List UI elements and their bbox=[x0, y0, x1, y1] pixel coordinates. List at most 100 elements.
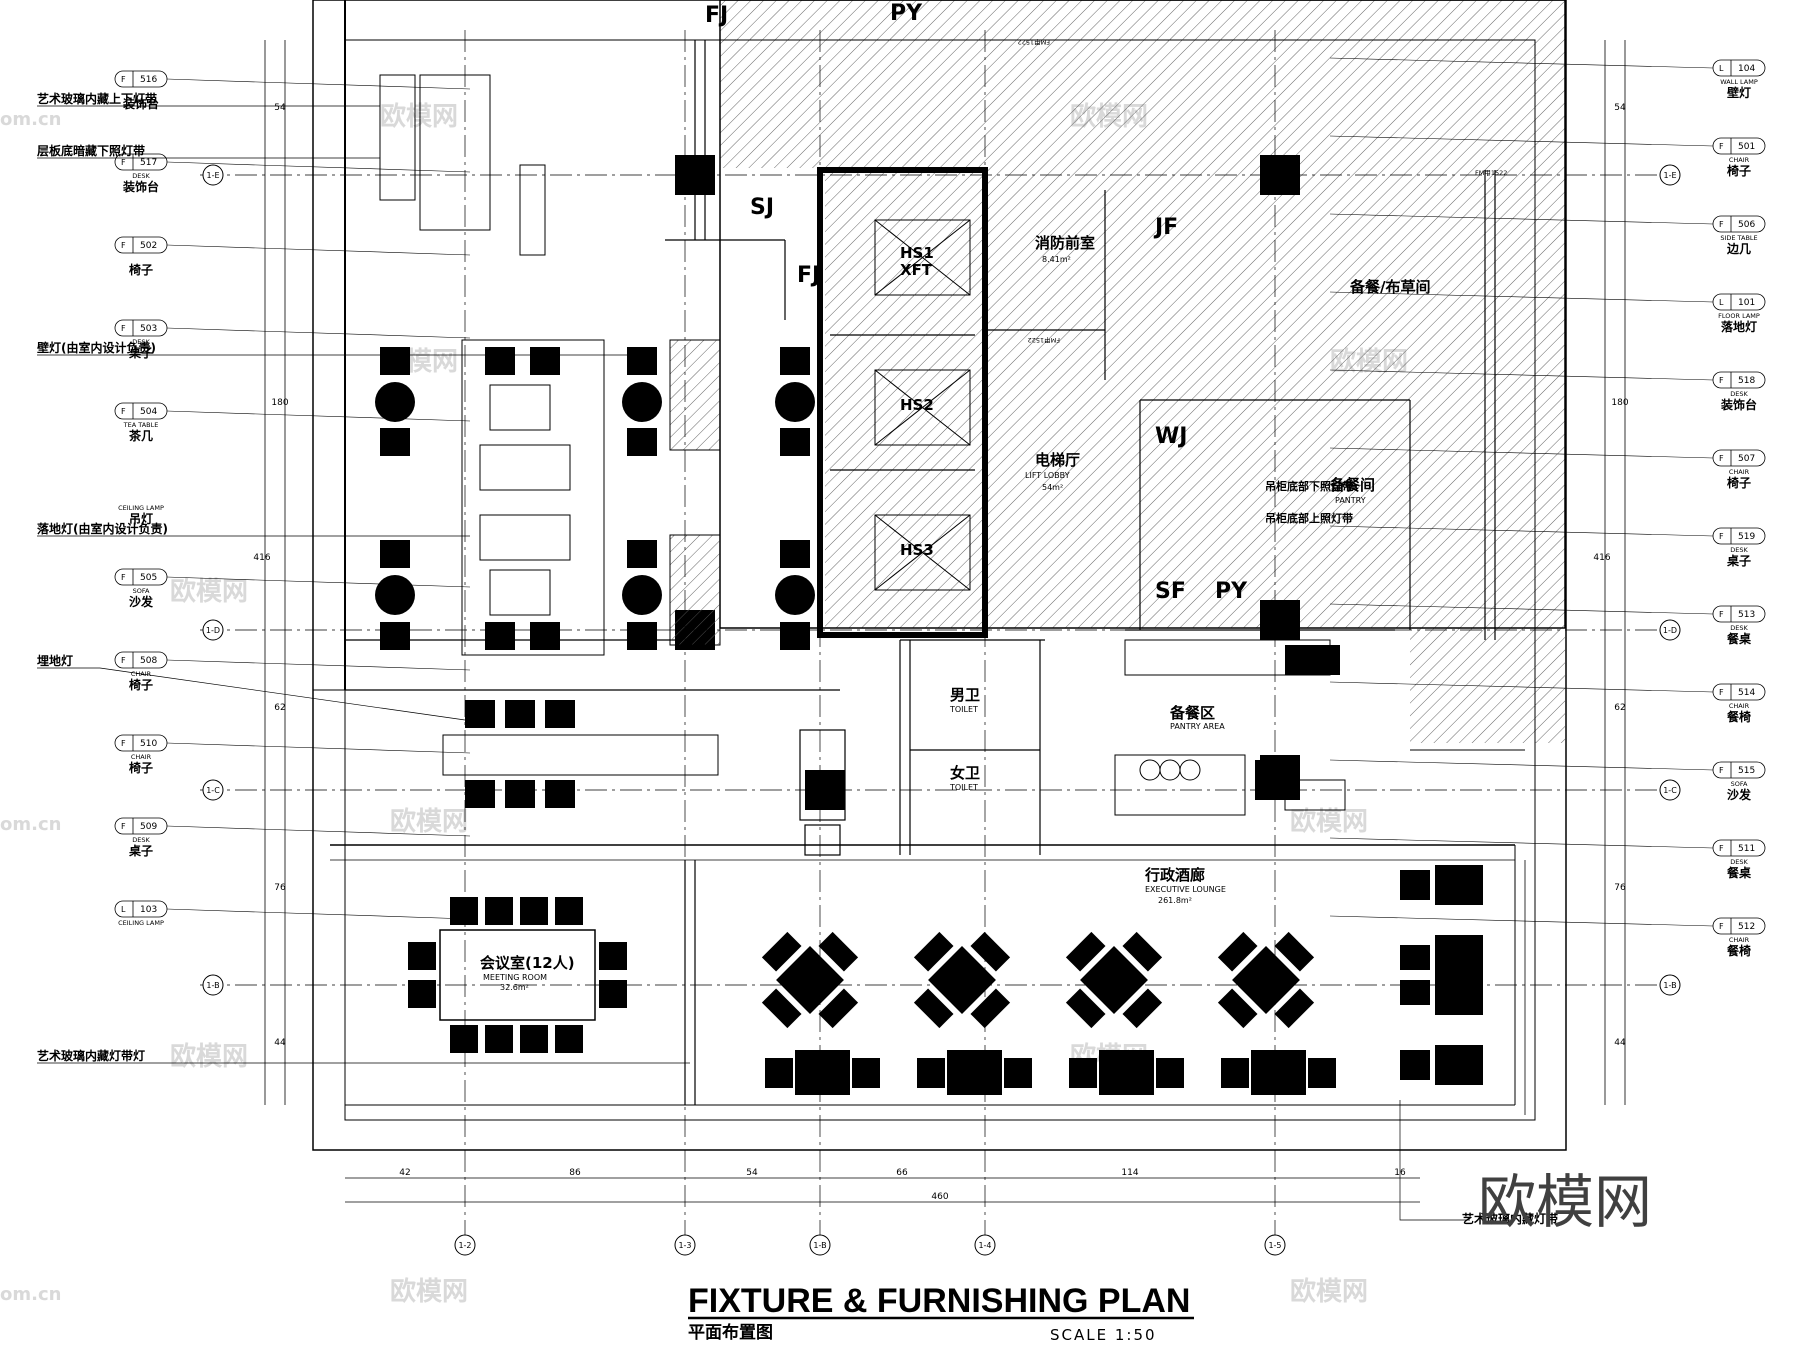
tag-number: 510 bbox=[140, 739, 157, 749]
room-fj-top: FJ bbox=[705, 3, 728, 28]
room-pantry-en: PANTRY bbox=[1335, 496, 1366, 505]
tag-cn: 椅子 bbox=[1727, 475, 1751, 490]
pantry-counter bbox=[1114, 639, 1346, 816]
dim-value: 62 bbox=[1614, 703, 1625, 713]
tag-code: F bbox=[1719, 142, 1724, 151]
tag-cn: 椅子 bbox=[129, 262, 153, 277]
tag-en: SOFA bbox=[1731, 780, 1748, 788]
tag-code: F bbox=[121, 75, 126, 84]
watermark-tile: 欧模网 bbox=[1290, 1276, 1368, 1307]
grid-lines bbox=[200, 30, 1680, 1235]
door-tag: FM甲1522 bbox=[1028, 336, 1060, 344]
tag-en: DESK bbox=[1730, 858, 1748, 866]
tag-cn: 餐桌 bbox=[1727, 631, 1752, 646]
pantry-notes: 吊柜底部下照灯带 吊柜底部上照灯带 bbox=[1265, 479, 1353, 525]
room-pantry-area: 备餐区 bbox=[1169, 704, 1215, 722]
tag-number: 508 bbox=[140, 656, 157, 666]
tag-code: F bbox=[121, 158, 126, 167]
tag-code: F bbox=[121, 822, 126, 831]
tag-cn: 餐桌 bbox=[1727, 865, 1752, 880]
grid-label: 1-E bbox=[1663, 171, 1676, 180]
tag-cn: 吊灯 bbox=[129, 511, 153, 526]
left-note: 艺术玻璃内藏灯带灯 bbox=[37, 1048, 145, 1063]
tag-code: L bbox=[121, 905, 126, 914]
tag-cn: 沙发 bbox=[1727, 787, 1752, 802]
tag-code: F bbox=[121, 739, 126, 748]
room-sf: SF bbox=[1155, 579, 1186, 604]
tag-cn: 餐椅 bbox=[1727, 943, 1751, 958]
grid-label: 1-2 bbox=[458, 1241, 471, 1250]
dim-value: 180 bbox=[271, 398, 288, 408]
tag-cn: 桌子 bbox=[128, 843, 153, 858]
bottom-note-text: 艺术玻璃内藏灯带 bbox=[1462, 1211, 1558, 1226]
room-fire-lobby-area: 8.41m² bbox=[1042, 255, 1071, 264]
tag-number: 504 bbox=[140, 407, 157, 417]
room-labels: HS1 XFT HS2 HS3 消防前室 8.41m² 电梯厅 LIFT LOB… bbox=[480, 1, 1507, 992]
room-lounge: 行政酒廊 bbox=[1144, 866, 1205, 884]
tag-cn: 装饰台 bbox=[122, 179, 159, 194]
tag-cn: 椅子 bbox=[1727, 163, 1751, 178]
dim-value: 66 bbox=[896, 1168, 908, 1178]
tag-cn: 椅子 bbox=[129, 760, 153, 775]
bottom-note: 艺术玻璃内藏灯带 bbox=[1399, 1100, 1558, 1226]
tag-code: F bbox=[121, 656, 126, 665]
dining-sets bbox=[761, 645, 1483, 1095]
tag-code: F bbox=[1719, 922, 1724, 931]
room-lounge-area: 261.8m² bbox=[1158, 896, 1192, 905]
room-meeting-en: MEETING ROOM bbox=[483, 973, 547, 982]
room-xft: XFT bbox=[900, 261, 933, 279]
tag-code: F bbox=[121, 573, 126, 582]
grid-label: 1-4 bbox=[978, 1241, 991, 1250]
room-toilet-m-en: TOILET bbox=[949, 705, 978, 714]
tag-en: CHAIR bbox=[1729, 702, 1750, 710]
room-pantry-area-en: PANTRY AREA bbox=[1170, 722, 1225, 731]
tag-cn: 装饰台 bbox=[122, 96, 159, 111]
room-lounge-en: EXECUTIVE LOUNGE bbox=[1145, 885, 1226, 894]
room-fire-lobby: 消防前室 bbox=[1035, 234, 1095, 252]
tag-code: F bbox=[1719, 844, 1724, 853]
dim-value: 44 bbox=[274, 1038, 286, 1048]
room-fj-left: FJ bbox=[797, 263, 820, 288]
meeting-room-furniture bbox=[408, 897, 627, 1053]
tag-cn: 椅子 bbox=[129, 677, 153, 692]
room-hs1: HS1 bbox=[900, 244, 934, 262]
dim-total: 416 bbox=[253, 553, 270, 563]
tag-number: 505 bbox=[140, 573, 157, 583]
dim-value: 62 bbox=[274, 703, 285, 713]
tag-number: 517 bbox=[140, 158, 157, 168]
tag-number: 515 bbox=[1738, 766, 1755, 776]
tag-en: CHAIR bbox=[131, 753, 152, 761]
tag-number: 519 bbox=[1738, 532, 1755, 542]
elevator-shafts bbox=[874, 219, 971, 591]
room-pantry: 备餐间 bbox=[1329, 476, 1375, 494]
tag-en: CEILING LAMP bbox=[118, 504, 164, 512]
tag-code: F bbox=[121, 241, 126, 250]
watermark-tile: 欧模网 bbox=[170, 1041, 248, 1072]
dim-value: 114 bbox=[1121, 1168, 1138, 1178]
dimension-texts: 42 86 54 66 114 16 460 54 180 62 76 44 4… bbox=[253, 103, 1628, 1202]
tag-en: CHAIR bbox=[1729, 156, 1750, 164]
pantry-note: 吊柜底部下照灯带 bbox=[1265, 479, 1353, 493]
room-toilet-f-en: TOILET bbox=[949, 783, 978, 792]
room-toilet-m: 男卫 bbox=[950, 686, 980, 704]
left-note: 层板底暗藏下照灯带 bbox=[37, 143, 145, 158]
tag-en: CHAIR bbox=[1729, 468, 1750, 476]
tag-en: DESK bbox=[1730, 546, 1748, 554]
tag-number: 103 bbox=[140, 905, 157, 915]
grid-label: 1-C bbox=[1663, 786, 1677, 795]
tag-en: DESK bbox=[1730, 390, 1748, 398]
